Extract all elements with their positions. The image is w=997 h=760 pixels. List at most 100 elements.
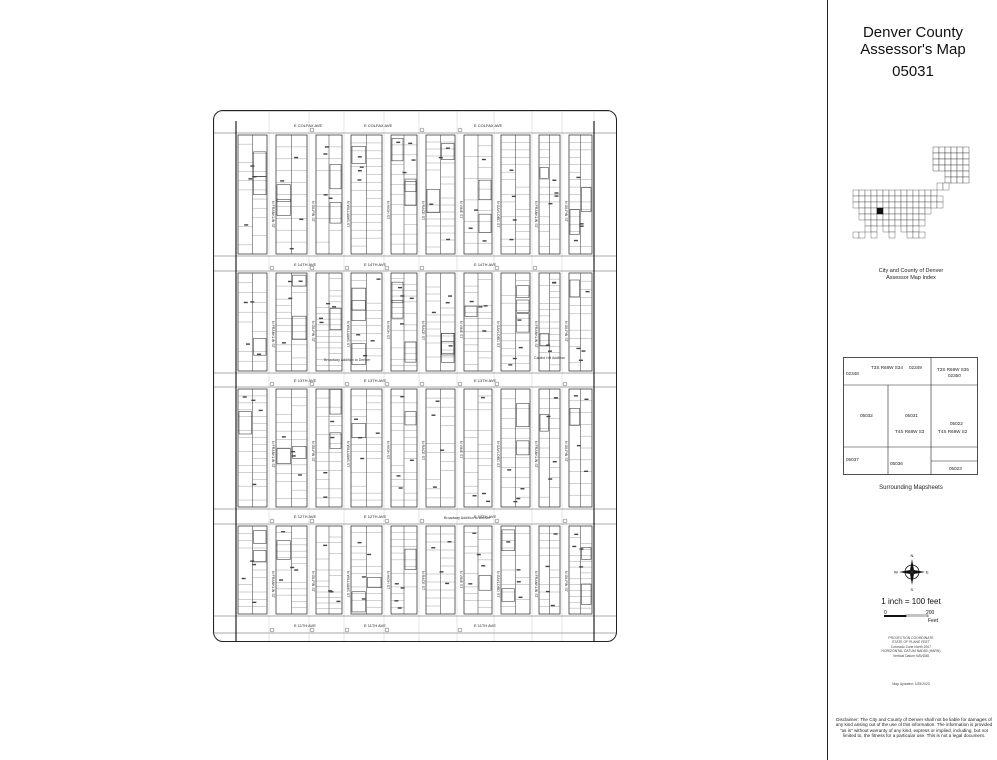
parcel-number (250, 560, 255, 562)
parcel-outline (501, 529, 515, 551)
index-cell (852, 231, 860, 239)
parcel-number (482, 240, 487, 242)
index-cell (876, 195, 884, 203)
index-cell (906, 231, 914, 239)
parcel-outline (516, 440, 530, 456)
parcel-outline (478, 179, 492, 200)
parcel-number (370, 340, 375, 342)
intersection-marker (457, 127, 463, 133)
index-cell (936, 195, 944, 203)
parcel-number (553, 397, 558, 399)
parcel-number (438, 156, 443, 159)
intersection-marker (344, 381, 350, 387)
index-cell (924, 195, 932, 203)
street-label: N GAYLORD ST (496, 321, 500, 348)
parcel-number (480, 396, 485, 399)
index-cell (962, 170, 970, 178)
projection-line: HORIZONTAL DATUM NAD83 (HARN) (881, 649, 941, 654)
index-cell (936, 201, 944, 209)
parcel-number (573, 239, 578, 242)
grid-cell: 05023 (949, 466, 962, 471)
parcel-number (553, 533, 558, 535)
parcel-number (354, 418, 359, 420)
parcel-number (517, 319, 522, 321)
index-cell (956, 170, 964, 178)
parcel-number (546, 415, 551, 418)
parcel-number (432, 486, 437, 488)
index-map-caption: City and County of Denver Assessor Map I… (828, 268, 994, 282)
parcel-number (584, 470, 589, 473)
parcel-outline (276, 184, 291, 202)
parcel-outline (464, 305, 478, 317)
street-label: N HIGH ST (386, 201, 390, 220)
grid-cell: T4S R68W S2 (938, 429, 968, 434)
intersection-marker (269, 518, 275, 524)
index-cell (962, 176, 970, 184)
index-cell (944, 146, 952, 154)
street-label: N GILPIN ST (311, 201, 315, 223)
grid-cell: T3S R68W S35 (937, 367, 969, 372)
compass-s: S (911, 587, 914, 592)
parcel-number (409, 459, 414, 462)
index-cell (864, 207, 872, 215)
index-cell (888, 201, 896, 209)
parcel-outline (441, 143, 455, 160)
annotation-label: Broadway Addition to Denver (444, 516, 491, 520)
parcel-number (513, 500, 518, 503)
index-cell (852, 195, 860, 203)
street-label: N GILPIN ST (564, 571, 568, 593)
index-caption-line-2: Assessor Map Index (886, 275, 936, 281)
index-cell (858, 231, 866, 239)
parcel-number (281, 436, 286, 438)
parcel-number (279, 579, 284, 581)
parcel-number (520, 488, 525, 490)
index-cell (950, 176, 958, 184)
parcel-number (336, 600, 341, 603)
index-cell (864, 189, 872, 197)
index-cell (876, 201, 884, 209)
parcel-number (509, 238, 514, 241)
parcel-number (509, 169, 514, 171)
parcel-number (548, 350, 553, 352)
index-cell (882, 219, 890, 227)
parcel-number (478, 306, 483, 308)
parcel-number (481, 492, 486, 495)
intersection-marker (344, 265, 350, 271)
surrounding-mapsheets-grid: 02348 T3S R68W S34 02349 T3S R68W S35 02… (843, 357, 978, 475)
street-label: N RACE ST (421, 571, 425, 591)
parcel-number (552, 281, 557, 284)
index-cell (864, 213, 872, 221)
parcel-number (400, 295, 405, 297)
index-cell (858, 189, 866, 197)
parcel-number (258, 409, 263, 412)
street-label: N FRANKLIN ST (534, 571, 538, 599)
parcel-number (298, 474, 303, 476)
street-label: N GAYLORD ST (496, 441, 500, 468)
parcel-number (576, 347, 581, 350)
intersection-marker (309, 381, 315, 387)
parcel-number (447, 541, 452, 543)
avenue-label: E COLFAX AVE (474, 123, 502, 128)
index-caption-line-1: City and County of Denver (878, 268, 944, 274)
parcel-outline (351, 146, 366, 164)
index-cell (858, 207, 866, 215)
parcel-number (281, 531, 286, 533)
intersection-marker (309, 627, 315, 633)
parcel-number (481, 158, 486, 161)
index-cell (942, 182, 950, 191)
surrounding-caption: Surrounding Mapsheets (879, 485, 943, 491)
avenue-label: E 12TH AVE (474, 514, 496, 519)
grid-cell: T3S R68W S34 (871, 365, 903, 370)
index-cell (876, 219, 884, 227)
parcel-outline (292, 315, 307, 340)
avenue-label: E 13TH AVE (474, 378, 496, 383)
index-cell (918, 207, 926, 215)
parcel-number (507, 469, 512, 471)
scale-max: 200 (926, 610, 935, 616)
index-cell (906, 195, 914, 203)
parcel-outline (441, 333, 455, 356)
intersection-marker (384, 381, 390, 387)
parcel-number (445, 147, 450, 149)
